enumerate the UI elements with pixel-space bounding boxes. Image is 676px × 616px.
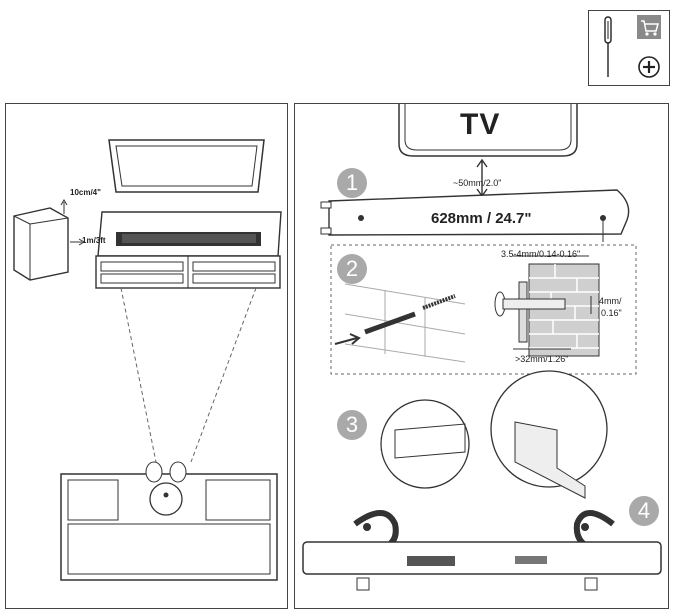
gap-label: ~50mm/2.0" [453, 178, 502, 188]
tv-label: TV [460, 108, 501, 141]
bracket-spacing-label: 628mm / 24.7" [431, 210, 532, 227]
screw-length-label: >32mm/1.26" [515, 354, 569, 364]
placement-panel: 10cm/4" 1m/3ft [5, 103, 288, 609]
step-3-badge: 3 [337, 410, 367, 440]
mounting-panel: TV ~50mm/2.0" 628mm / 24.7" 3.5-4mm/0.14… [294, 103, 669, 609]
screw-head-label-2: 0.16" [601, 308, 622, 318]
placement-drawing [13, 139, 282, 581]
tools-box [588, 10, 670, 86]
drill-diameter-label: 3.5-4mm/0.14-0.16" [501, 249, 581, 259]
step-2-badge: 2 [337, 254, 367, 284]
step-4-badge: 4 [629, 496, 659, 526]
screwdriver-icon [604, 16, 612, 77]
step-1-badge: 1 [337, 168, 367, 198]
screw-head-label: 4mm/ [599, 296, 622, 306]
mounting-drawing [302, 104, 662, 591]
wall-clearance-label: 10cm/4" [70, 188, 101, 197]
subwoofer-distance-label: 1m/3ft [82, 236, 106, 245]
phillips-screw-icon [638, 56, 660, 78]
cart-icon [637, 15, 661, 39]
